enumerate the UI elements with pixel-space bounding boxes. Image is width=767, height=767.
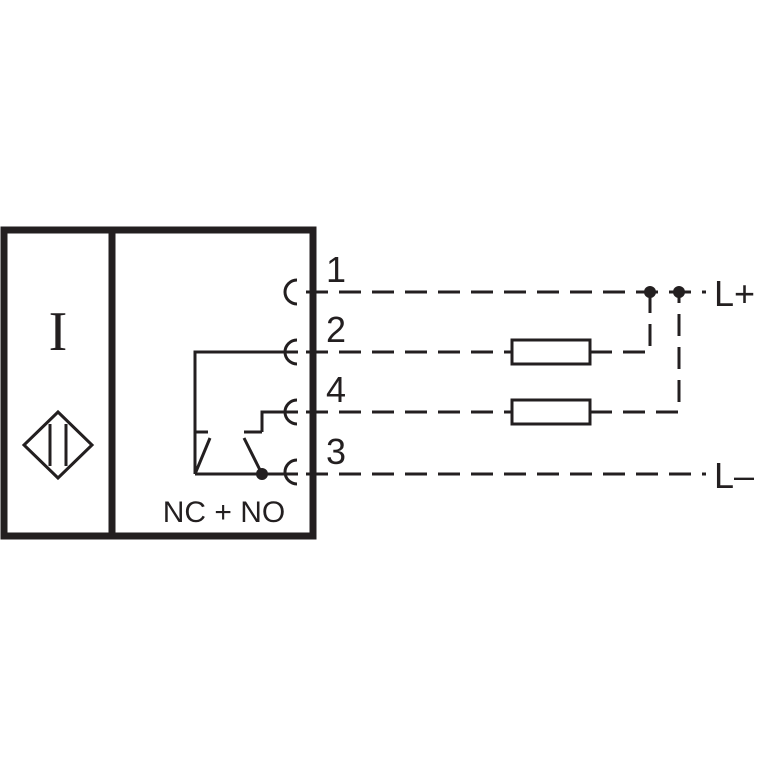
common-junction [256, 468, 268, 480]
wire-load1-to-supply [590, 292, 652, 354]
pin-socket-1 [283, 278, 298, 306]
pin-label-4: 4 [326, 369, 346, 410]
output-type-label: NC + NO [163, 496, 286, 529]
external-wiring [306, 290, 706, 476]
junction-dot-1 [644, 286, 656, 298]
load-resistor-2 [510, 398, 592, 426]
wire-load2-to-supply [590, 292, 681, 414]
supply-negative-label: L– [714, 455, 754, 496]
pin-label-1: 1 [326, 249, 346, 290]
sensor-housing [0, 226, 317, 540]
switch-contacts [193, 350, 298, 476]
pin-connectors [283, 278, 298, 486]
pin-socket-3 [283, 458, 298, 486]
pin-label-2: 2 [326, 309, 346, 350]
load-resistor-1 [510, 338, 592, 366]
inductive-sensor-icon [21, 409, 95, 481]
supply-positive-label: L+ [714, 273, 755, 314]
sensor-type-symbol: I [49, 301, 68, 363]
pin-label-3: 3 [326, 431, 346, 472]
junction-dot-2 [673, 286, 685, 298]
